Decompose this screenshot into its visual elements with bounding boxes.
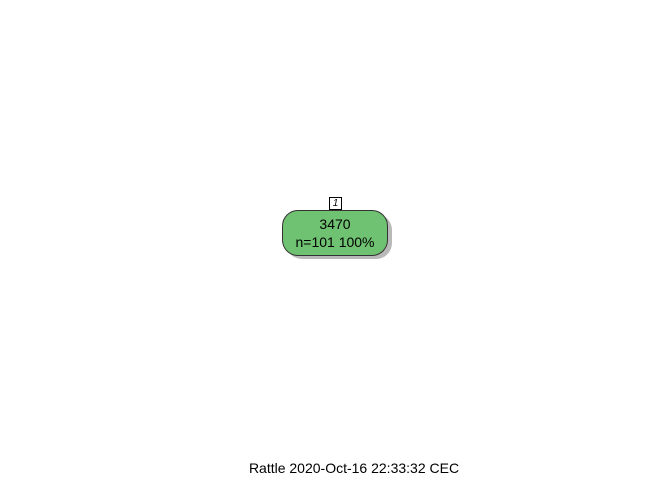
root-node: 3470 n=101 100%: [282, 210, 388, 256]
node-summary: n=101 100%: [295, 234, 375, 250]
footer-caption: Rattle 2020-Oct-16 22:33:32 CEC: [248, 460, 460, 476]
node-number-label: 1: [329, 197, 342, 210]
node-value: 3470: [319, 216, 351, 232]
